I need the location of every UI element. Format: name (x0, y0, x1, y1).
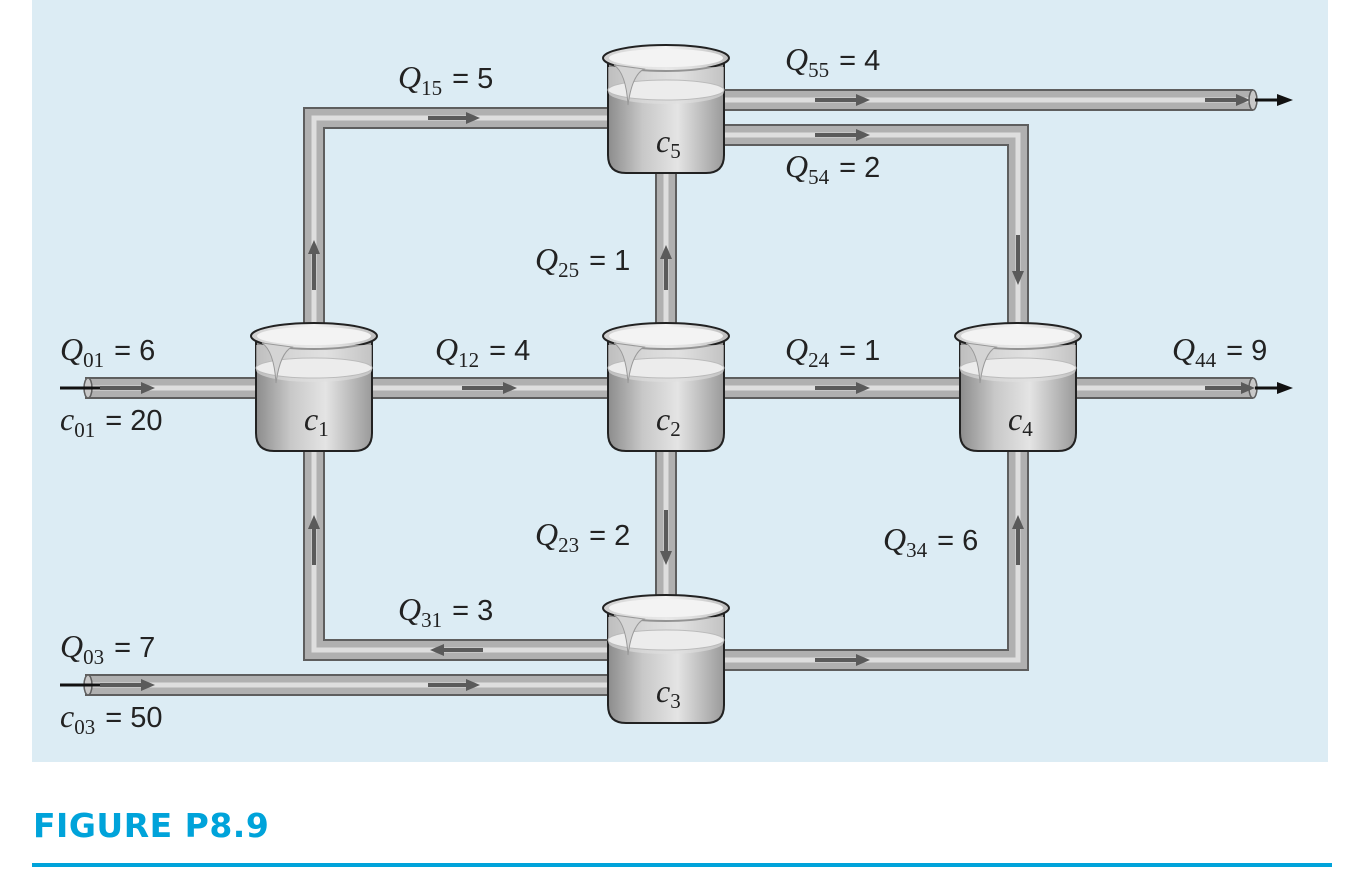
label-q12: Q12= 4 (435, 331, 530, 372)
label-q31: Q31= 3 (398, 591, 493, 632)
reactor-label: c4 (1008, 401, 1033, 441)
label-q03: Q03= 7 (60, 628, 155, 669)
flow-arrow-icon (1205, 94, 1250, 106)
reactor-c4: c4 (954, 322, 1082, 452)
figure-title: FIGURE P8.9 (33, 806, 270, 845)
reactor-label: c3 (656, 673, 681, 713)
reactor-c2: c2 (602, 322, 730, 452)
label-q55: Q55= 4 (785, 41, 880, 82)
flow-arrow-icon (815, 654, 870, 666)
flow-arrow-icon (60, 679, 100, 691)
label-q15: Q15= 5 (398, 59, 493, 100)
reactor-label: c5 (656, 123, 681, 163)
flow-arrow-icon (1255, 382, 1293, 394)
flow-arrow-icon (308, 515, 320, 565)
flow-arrow-icon (815, 129, 870, 141)
flow-arrow-icon (1012, 515, 1024, 565)
reactor-c5: c5 (602, 44, 730, 174)
label-c01: c01= 20 (60, 401, 162, 442)
flow-arrow-icon (308, 240, 320, 290)
flow-arrow-icon (428, 112, 480, 124)
flow-arrow-icon (1255, 94, 1293, 106)
flow-labels: Q01= 6 c01= 20 Q15= 5 Q55= 4 Q54= 2 Q25= 1 Q12… (60, 41, 1267, 739)
label-q54: Q54= 2 (785, 148, 880, 189)
reactor-label: c2 (656, 401, 681, 441)
pipe-3-1 (303, 440, 620, 661)
reactor-label: c1 (304, 401, 329, 441)
flow-arrow-icon (660, 510, 672, 565)
flow-arrow-icon (100, 679, 155, 691)
label-q44: Q44= 9 (1172, 331, 1267, 372)
flow-arrow-icon (462, 382, 517, 394)
reactors: c1 c2 c3 c4 c5 (250, 44, 1082, 724)
flow-arrow-icon (815, 382, 870, 394)
title-rule (32, 863, 1332, 867)
pipe-1-5 (303, 107, 620, 340)
label-q25: Q25= 1 (535, 241, 630, 282)
flow-arrow-icon (660, 245, 672, 290)
flow-arrow-icon (1012, 235, 1024, 285)
flow-arrow-icon (815, 94, 870, 106)
reactor-c1: c1 (250, 322, 378, 452)
reactor-c3: c3 (602, 594, 730, 724)
label-q34: Q34= 6 (883, 521, 978, 562)
flow-arrow-icon (60, 382, 100, 394)
label-c03: c03= 50 (60, 698, 162, 739)
label-q01: Q01= 6 (60, 331, 155, 372)
flow-arrow-icon (100, 382, 155, 394)
flow-arrow-icon (430, 644, 483, 656)
flow-arrow-icon (1205, 382, 1255, 394)
flow-arrows (60, 94, 1293, 691)
pipe-3-4 (700, 440, 1029, 671)
label-q23: Q23= 2 (535, 516, 630, 557)
flow-arrow-icon (428, 679, 480, 691)
label-q24: Q24= 1 (785, 331, 880, 372)
